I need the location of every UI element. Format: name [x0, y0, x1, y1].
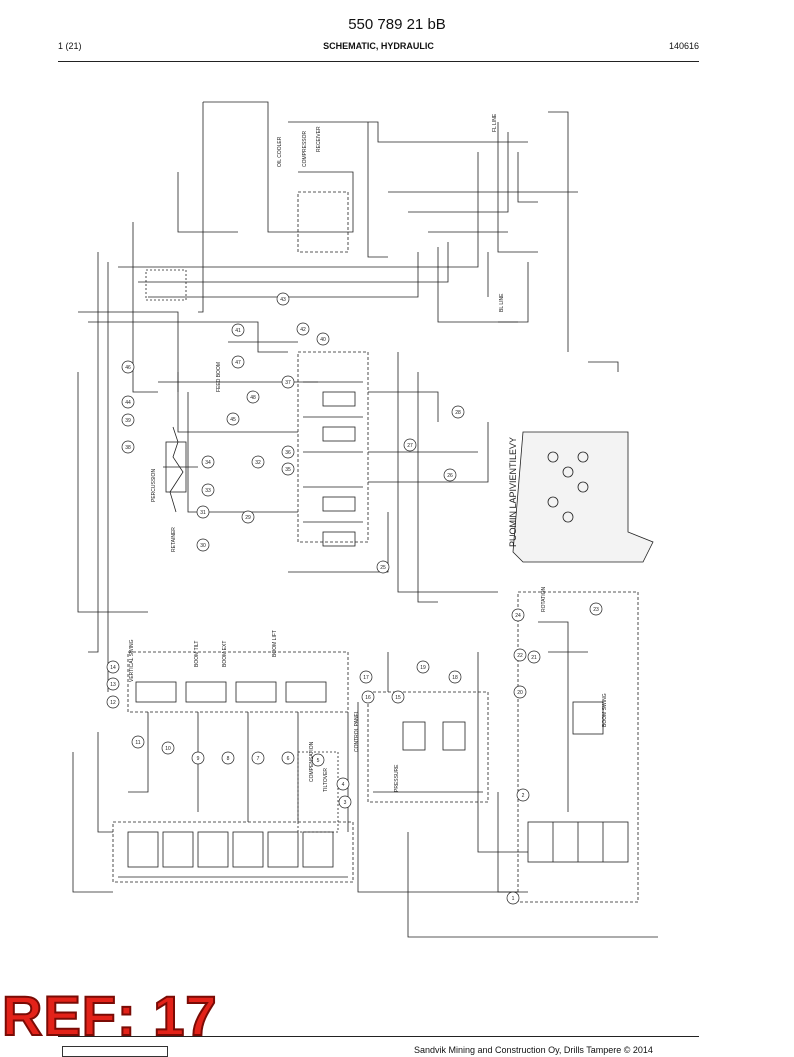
callout-35: 35: [285, 467, 291, 473]
label-rotation: ROTATION: [541, 587, 547, 612]
callout-26: 26: [447, 473, 453, 479]
page-count: 1 (21): [58, 41, 82, 51]
callout-21: 21: [531, 655, 537, 661]
callout-23: 23: [593, 607, 599, 613]
callout-45: 45: [230, 417, 236, 423]
callout-46: 46: [125, 365, 131, 371]
label-feed-boom: FEED BOOM: [216, 362, 222, 392]
callout-36: 36: [285, 450, 291, 456]
label-oil-cooler: OIL COOLER: [277, 136, 283, 167]
callout-3: 3: [344, 800, 347, 806]
callout-25: 25: [380, 565, 386, 571]
callout-44: 44: [125, 400, 131, 406]
callout-24: 24: [515, 613, 521, 619]
label-pressure: PRESSURE: [394, 764, 400, 792]
schematic-labels: OIL COOLER COMPRESSOR RECEIVER FEED BOOM…: [129, 113, 608, 792]
header-divider: [58, 61, 699, 62]
label-boom-lift: BOOM LIFT: [272, 630, 278, 657]
callout-12: 12: [110, 700, 116, 706]
callout-4: 4: [342, 782, 345, 788]
callout-19: 19: [420, 665, 426, 671]
callout-29: 29: [245, 515, 251, 521]
document-title: SCHEMATIC, HYDRAULIC: [323, 41, 434, 51]
callout-15: 15: [395, 695, 401, 701]
callout-30: 30: [200, 543, 206, 549]
label-boom-swing: BOOM SWING: [602, 693, 608, 727]
callout-18: 18: [452, 675, 458, 681]
callout-39: 39: [125, 418, 131, 424]
callout-42: 42: [300, 327, 306, 333]
callout-22: 22: [517, 653, 523, 659]
callout-bubbles: [106, 292, 603, 905]
callout-5: 5: [317, 758, 320, 764]
callout-37: 37: [285, 380, 291, 386]
label-retainer: RETAINER: [171, 527, 177, 552]
callout-47: 47: [235, 360, 241, 366]
label-bl-line: BL LINE: [499, 293, 505, 312]
label-compensation: COMPENSATION: [309, 741, 315, 782]
callout-27: 27: [407, 443, 413, 449]
header-row: 1 (21) SCHEMATIC, HYDRAULIC 140616: [58, 41, 699, 55]
callout-33: 33: [205, 488, 211, 494]
callout-31: 31: [200, 510, 206, 516]
label-vertical-swing: VERTICAL SWING: [129, 639, 135, 682]
callout-14: 14: [110, 665, 116, 671]
callout-7: 7: [257, 756, 260, 762]
callout-32: 32: [255, 460, 261, 466]
callout-10: 10: [165, 746, 171, 752]
callout-9: 9: [197, 756, 200, 762]
callout-13: 13: [110, 682, 116, 688]
callout-2: 2: [522, 793, 525, 799]
ref-stamp: REF: 17: [1, 984, 218, 1047]
label-tiltover: TILTOVER: [323, 768, 329, 792]
label-puomin-lapivientilevy: PUOMIN LAPIVIENTILEVY: [508, 437, 518, 547]
footer-copyright: Sandvik Mining and Construction Oy, Dril…: [414, 1045, 653, 1055]
label-receiver: RECEIVER: [316, 126, 322, 152]
callout-16: 16: [365, 695, 371, 701]
label-percussion: PERCUSSION: [151, 469, 157, 502]
hydraulic-schematic: 43 42 41 40 46 47 48 45 44 39 38 37 36 3…: [72, 101, 658, 938]
callout-48: 48: [250, 395, 256, 401]
callout-11: 11: [135, 740, 140, 746]
label-control-panel: CONTROL PANEL: [354, 710, 360, 752]
callout-43: 43: [280, 297, 286, 303]
callout-40: 40: [320, 337, 326, 343]
callout-38: 38: [125, 445, 131, 451]
label-boom-tilt: BOOM TILT: [194, 641, 200, 667]
callout-28: 28: [455, 410, 461, 416]
brand-logo: [62, 1046, 168, 1057]
label-fl-line: FL LINE: [492, 113, 498, 132]
callout-34: 34: [205, 460, 211, 466]
callout-numbers: 43 42 41 40 46 47 48 45 44 39 38 37 36 3…: [110, 297, 599, 902]
date-code: 140616: [668, 41, 699, 51]
footer-divider: [58, 1036, 699, 1037]
label-compressor: COMPRESSOR: [302, 130, 308, 167]
label-boom-ext: BOOM EXT: [222, 641, 228, 667]
schematic-wiring: [72, 101, 658, 938]
callout-6: 6: [287, 756, 290, 762]
callout-41: 41: [235, 328, 241, 334]
callout-8: 8: [227, 756, 230, 762]
callout-20: 20: [517, 690, 523, 696]
callout-1: 1: [512, 896, 515, 902]
document-number: 550 789 21 bB: [348, 16, 446, 33]
callout-17: 17: [363, 675, 369, 681]
